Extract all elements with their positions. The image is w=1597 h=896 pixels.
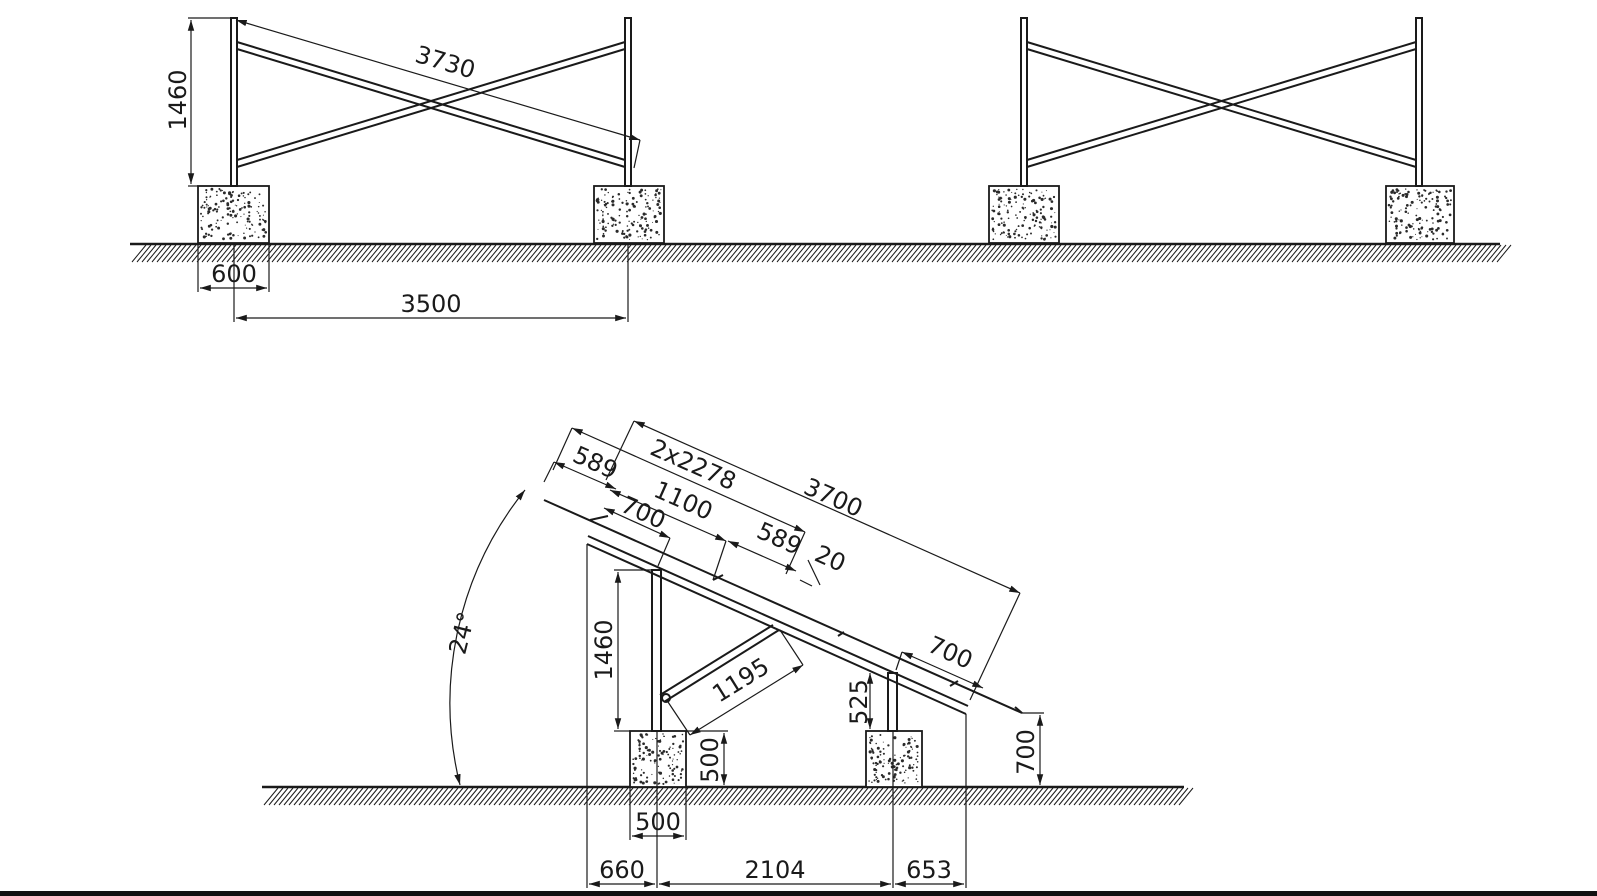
front-foundation-block-3 [988,185,1060,244]
side-dim-front-post-label: 1460 [590,619,618,680]
side-dim-lower-edge-label: 700 [1012,729,1040,775]
side-dim-front-overhang-label: 660 [599,856,645,884]
side-dim-foundation-height-label: 500 [696,737,724,783]
side-dim-rear-post: 525 [845,673,874,729]
front-dim-height: 1460 [164,17,231,187]
side-dim-foundation-width: 500 [629,787,687,840]
side-foundation-block-front [629,730,687,788]
side-dim-foundation-height: 500 [686,730,728,785]
side-dim-rail-589-mid-label: 589 [753,517,806,561]
side-front-post [651,569,662,732]
bottom-border [0,891,1597,896]
front-view: 1460 3730 600 3500 [130,17,1512,322]
side-dim-rail-20-label: 20 [811,540,850,578]
side-dim-lower-edge: 700 [1012,712,1044,785]
front-dim-span: 3500 [233,243,629,322]
side-dim-foundation-width-label: 500 [635,808,681,836]
side-view: 24° 589 2x2278 3700 1100 [262,420,1194,888]
front-dim-diagonal-label: 3730 [412,40,479,84]
side-dim-rear-overhang-label: 653 [906,856,952,884]
front-foundation-block-2 [593,185,665,244]
side-dim-brace: 1195 [667,629,804,736]
side-dim-post-spacing-label: 2104 [744,856,805,884]
front-foundation-block-4 [1385,185,1455,244]
side-dim-rail-length-label: 3700 [800,472,867,522]
side-dim-rear-post-label: 525 [845,679,873,725]
side-dim-rail-589-mid: 589 [727,517,806,572]
front-dim-height-label: 1460 [164,69,192,130]
front-foundation-block-1 [197,185,270,244]
side-ground [262,785,1194,806]
side-dim-angle-label: 24° [444,609,481,657]
side-dim-angle: 24° [444,489,526,786]
side-dim-rail-20: 20 [799,540,850,587]
side-foundation-block-rear [865,730,923,788]
front-dim-span-label: 3500 [400,290,461,318]
side-dim-front-post: 1460 [590,569,652,732]
side-dim-rail-700-bottom-label: 700 [924,631,977,675]
side-dim-bottom-chain: 660 2104 653 [586,544,967,888]
front-frame-right [1020,17,1423,187]
front-ground [130,242,1512,263]
